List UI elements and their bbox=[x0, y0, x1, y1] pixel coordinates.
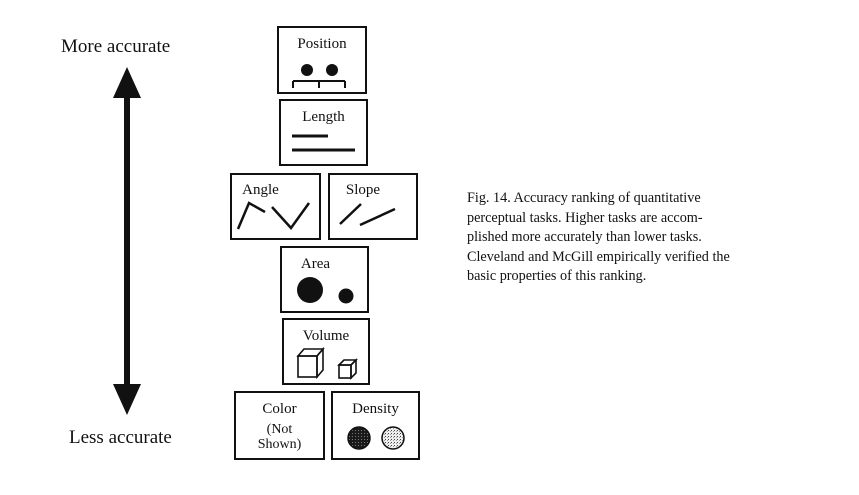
length-box: Length bbox=[279, 99, 368, 166]
caption-line-5: basic properties of this ranking. bbox=[467, 268, 647, 284]
position-title: Position bbox=[297, 36, 347, 52]
angle-title: Angle bbox=[242, 182, 279, 198]
density-glyph bbox=[347, 426, 405, 450]
more-accurate-label: More accurate bbox=[61, 36, 171, 57]
position-box: Position bbox=[277, 26, 367, 94]
slope-box: Slope bbox=[328, 173, 418, 240]
length-title: Length bbox=[302, 109, 345, 125]
caption-line-3: plished more accurately than lower tasks… bbox=[467, 229, 702, 245]
slope-title: Slope bbox=[345, 182, 381, 198]
angle-glyph bbox=[236, 201, 311, 230]
length-glyph bbox=[292, 134, 355, 152]
color-box: Color (Not Shown) bbox=[234, 391, 325, 460]
position-glyph bbox=[292, 64, 346, 88]
volume-box: Volume bbox=[282, 318, 370, 385]
area-glyph bbox=[297, 277, 354, 304]
color-note-line2: Shown) bbox=[257, 437, 302, 452]
less-accurate-label: Less accurate bbox=[69, 427, 172, 448]
color-note-line1: (Not bbox=[266, 422, 293, 437]
caption-line-4: Cleveland and McGill empirically verifie… bbox=[467, 248, 730, 265]
area-box: Area bbox=[280, 246, 369, 313]
volume-glyph bbox=[296, 346, 358, 380]
caption-line-2: perceptual tasks. Higher tasks are accom… bbox=[467, 209, 703, 226]
area-title: Area bbox=[300, 256, 331, 272]
angle-box: Angle bbox=[230, 173, 321, 240]
figure-caption: Fig. 14. Accuracy ranking of quantitativ… bbox=[467, 189, 797, 287]
caption-line-1: Fig. 14. Accuracy ranking of quantitativ… bbox=[467, 190, 701, 206]
density-box: Density bbox=[331, 391, 420, 460]
density-title: Density bbox=[352, 401, 399, 417]
color-title: Color bbox=[262, 401, 297, 417]
slope-glyph bbox=[339, 203, 396, 227]
volume-title: Volume bbox=[302, 328, 350, 344]
